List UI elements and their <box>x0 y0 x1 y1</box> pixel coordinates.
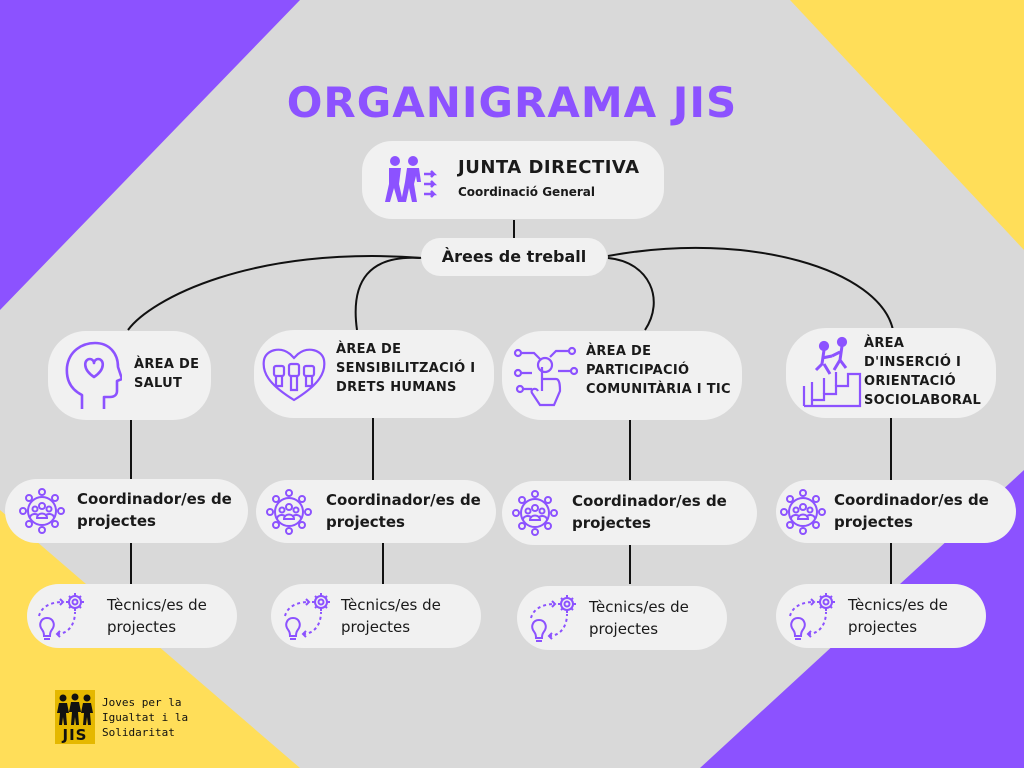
junta-title: JUNTA DIRECTIVA <box>458 157 640 178</box>
purple-corner-top-left <box>0 0 300 310</box>
coordinador-box: Coordinador/es de projectes <box>5 479 248 543</box>
tecnics-box: Tècnics/es de projectes <box>517 586 727 650</box>
tecnics-label: Tècnics/es de projectes <box>848 596 948 636</box>
bulb-gear-icon <box>38 593 84 640</box>
team-network-icon <box>512 490 558 536</box>
bulb-gear-icon <box>789 593 835 640</box>
tecnics-label: Tècnics/es de projectes <box>589 598 689 638</box>
team-network-icon <box>780 489 826 535</box>
team-network-icon <box>19 488 65 534</box>
tecnics-label: Tècnics/es de projectes <box>107 596 207 636</box>
bulb-gear-icon <box>530 595 576 642</box>
hand-network-icon <box>513 346 578 407</box>
heart-fists-icon <box>262 348 326 402</box>
area-salut-label: ÀREA DE SALUT <box>134 357 200 391</box>
area-insercio-box: ÀREA D'INSERCIÓ I ORIENTACIÓ SOCIOLABORA… <box>786 328 996 418</box>
tecnics-box: Tècnics/es de projectes <box>27 584 237 648</box>
coordinador-label: Coordinador/es de projectes <box>326 491 481 531</box>
junta-directiva-box: JUNTA DIRECTIVA Coordinació General <box>362 141 664 219</box>
tecnics-label: Tècnics/es de projectes <box>341 596 441 636</box>
tecnics-box: Tècnics/es de projectes <box>776 584 986 648</box>
area-sensibilitzacio-box: ÀREA DE SENSIBILITZACIÓ I DRETS HUMANS <box>254 330 494 418</box>
coordinador-box: Coordinador/es de projectes <box>256 480 496 543</box>
coordinador-label: Coordinador/es de projectes <box>77 490 232 530</box>
people-arrows-icon <box>385 156 438 202</box>
bulb-gear-icon <box>284 593 330 640</box>
junta-subtitle: Coordinació General <box>458 185 596 199</box>
coordinador-label: Coordinador/es de projectes <box>572 492 727 532</box>
area-salut-box: ÀREA DE SALUT <box>48 331 211 420</box>
arees-de-treball-box: Àrees de treball <box>421 238 607 276</box>
page-title: ORGANIGRAMA JIS <box>286 78 738 127</box>
jis-logo: JIS <box>55 690 95 744</box>
area-participacio-box: ÀREA DE PARTICIPACIÓ COMUNITÀRIA I TIC <box>502 331 742 420</box>
head-heart-icon <box>65 341 122 409</box>
yellow-corner-top-right <box>790 0 1024 250</box>
area-insercio-label: ÀREA D'INSERCIÓ I ORIENTACIÓ SOCIOLABORA… <box>864 336 982 408</box>
area-sensibilitzacio-label: ÀREA DE SENSIBILITZACIÓ I DRETS HUMANS <box>336 342 476 395</box>
tecnics-box: Tècnics/es de projectes <box>271 584 481 648</box>
coordinador-box: Coordinador/es de projectes <box>776 480 1016 543</box>
coordinador-box: Coordinador/es de projectes <box>502 481 757 545</box>
team-network-icon <box>266 489 312 535</box>
jis-logo-figures-icon <box>57 693 93 725</box>
climbing-stairs-icon <box>802 336 862 408</box>
jis-logo-text: Joves per la Igualtat i la Solidaritat <box>102 696 189 739</box>
area-participacio-label: ÀREA DE PARTICIPACIÓ COMUNITÀRIA I TIC <box>586 344 731 397</box>
coordinador-label: Coordinador/es de projectes <box>834 491 989 531</box>
arees-label: Àrees de treball <box>441 247 587 266</box>
jis-logo-mark: JIS <box>62 726 88 744</box>
